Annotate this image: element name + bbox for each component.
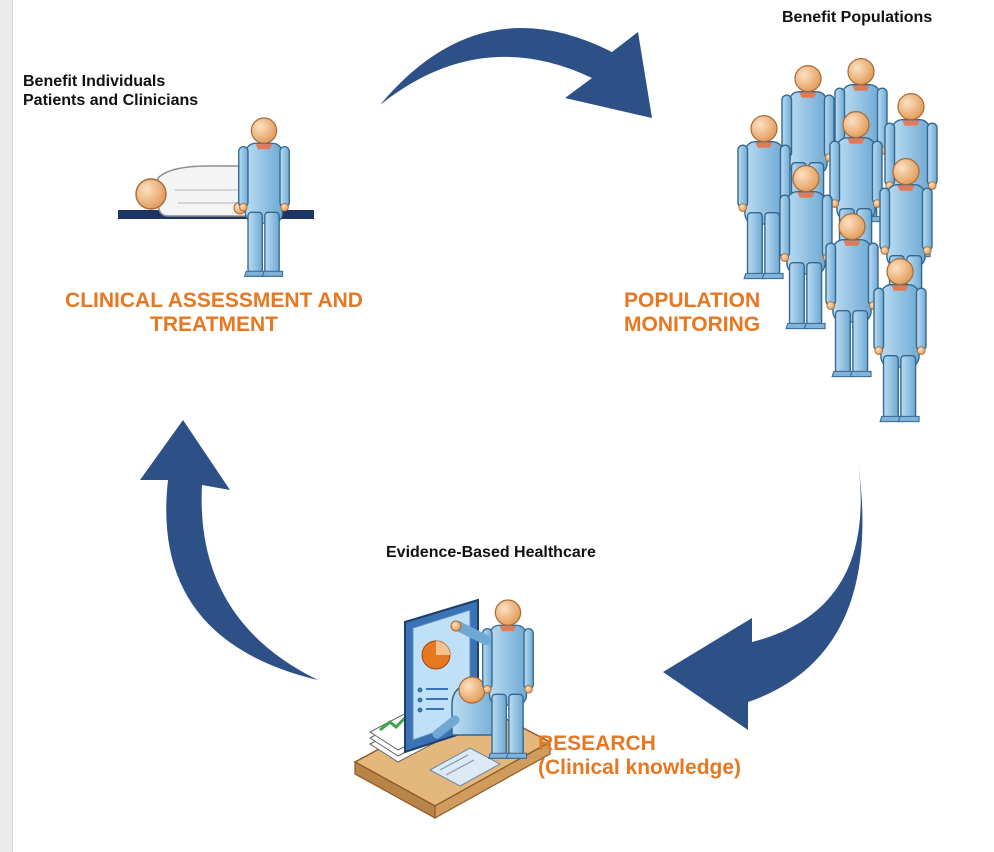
patients-clinicians-label: Patients and Clinicians [23,92,199,109]
clinical-assessment-title-line1: CLINICAL ASSESSMENT AND [65,289,363,312]
left-margin-strip [0,0,13,852]
researcher-computer-icon [353,598,552,820]
clinical-assessment-title-line2: TREATMENT [150,313,278,336]
benefit-populations-label: Benefit Populations [782,9,933,26]
evidence-based-healthcare-label: Evidence-Based Healthcare [386,544,596,561]
research-title-line1: RESEARCH [538,732,656,755]
arrow-left [140,420,318,680]
arrow-right [663,462,863,730]
population-monitoring-title-line2: MONITORING [624,313,761,336]
research-title-line2: (Clinical knowledge) [538,756,742,779]
population-crowd-icon [737,57,938,423]
benefit-individuals-label: Benefit Individuals [23,73,166,90]
clinician-icon [237,117,291,278]
population-monitoring-title-line1: POPULATION [624,289,761,312]
arrow-top [380,27,652,118]
